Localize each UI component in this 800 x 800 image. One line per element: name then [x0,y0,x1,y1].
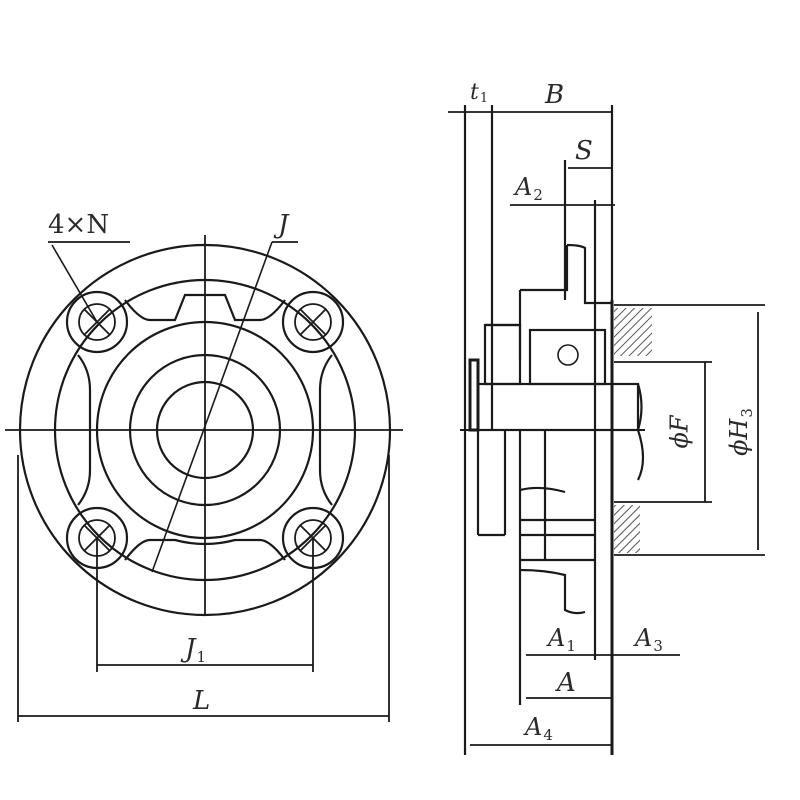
label-A2: A2 [515,173,543,204]
label-J1: J1 [185,634,206,666]
front-view [5,235,403,722]
label-4xN: 4×N [48,210,110,240]
label-phi-F: ϕF [665,415,694,449]
label-A: A [557,668,576,698]
label-B: B [545,80,565,110]
label-L: L [193,686,211,716]
label-phi-H3: ϕH3 [724,408,756,456]
label-A4: A4 [525,713,553,744]
label-A3: A3 [635,624,663,655]
label-J: J [278,210,289,240]
label-A1: A1 [548,624,576,655]
label-t1: t1 [470,80,489,106]
label-S: S [575,136,593,166]
side-view [448,105,765,755]
